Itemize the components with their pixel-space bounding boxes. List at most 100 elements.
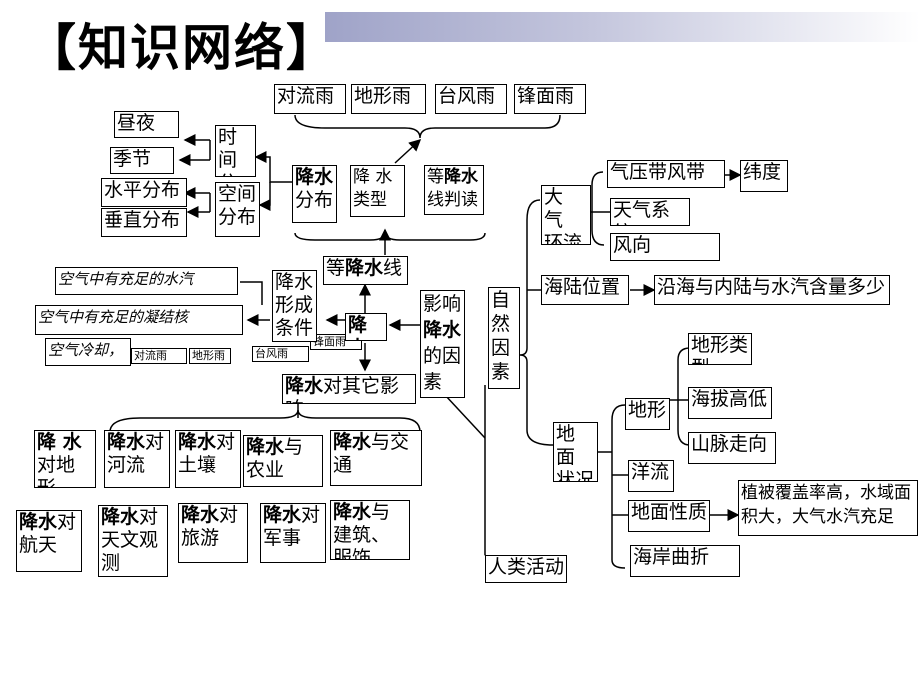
pressure-belts-box: 气压带风带 bbox=[607, 160, 725, 188]
effect-mil-bold: 降水 bbox=[263, 504, 302, 526]
factors-post: 的因素 bbox=[423, 345, 462, 393]
natural-factors-box: 自然因素 bbox=[488, 287, 520, 389]
land-sea-detail-box: 沿海与内陆与水汽含量多少 bbox=[654, 275, 890, 305]
land-sea-box: 海陆位置 bbox=[541, 275, 629, 305]
condition-vapor: 空气中有充足的水汽 bbox=[55, 267, 238, 295]
small-typhoon: 台风雨 bbox=[252, 346, 309, 362]
space-distribution-box: 空间 分布 bbox=[215, 182, 260, 237]
terrain-type-box: 地形类型 bbox=[688, 333, 752, 365]
factors-box: 影响 降水 的因素 bbox=[420, 290, 465, 398]
ocean-current-box: 洋流 bbox=[628, 460, 674, 492]
effect-astronomy: 降水对天文观测 bbox=[98, 505, 168, 577]
rain-type-convective: 对流雨 bbox=[274, 84, 346, 114]
effect-transport-bold: 降水 bbox=[333, 431, 372, 453]
effect-soil-rest: 对土壤 bbox=[178, 431, 236, 476]
effect-soil: 降水对土壤 bbox=[175, 430, 241, 488]
effects-title-bold: 降水 bbox=[285, 375, 324, 397]
atmo-line1: 大 气 bbox=[544, 186, 564, 231]
effect-astro-bold: 降水 bbox=[101, 506, 140, 528]
day-night-label: 昼夜 bbox=[114, 111, 179, 138]
horizontal-dist-label: 水平分布 bbox=[101, 178, 187, 207]
isohyet-bold: 降水 bbox=[345, 257, 384, 279]
effect-build-bold: 降水 bbox=[333, 501, 372, 523]
slide-title: 【知识网络】 bbox=[26, 18, 338, 77]
latitude-box: 纬度 bbox=[740, 160, 788, 192]
precip-types-tail: 类型 bbox=[353, 190, 387, 210]
effect-tourism: 降水对旅游 bbox=[178, 503, 248, 563]
surface-detail-box: 植被覆盖率高，水域面积大，大气水汽充足 bbox=[738, 480, 918, 536]
surface-box: 地 面 状况 bbox=[553, 422, 598, 482]
effect-transport-rest: 与交通 bbox=[333, 431, 410, 476]
effect-river-bold: 降水 bbox=[107, 431, 146, 453]
effect-astro-rest: 对天文观测 bbox=[101, 506, 159, 574]
formation-box: 降水 形成 条件 bbox=[272, 270, 317, 342]
atmo-line2: 环流 bbox=[544, 232, 583, 245]
rain-type-orographic: 地形雨 bbox=[351, 84, 426, 114]
isohyet-pre: 等 bbox=[326, 257, 346, 279]
effect-building: 降水与建筑、服饰、 bbox=[330, 500, 410, 560]
effect-mil-rest: 对军事 bbox=[263, 504, 321, 549]
effect-agriculture: 降水与农业 bbox=[243, 435, 323, 487]
small-orographic: 地形雨 bbox=[189, 348, 231, 364]
effect-terrain: 降 水 对地形 bbox=[34, 430, 96, 488]
effect-military: 降水对军事 bbox=[260, 503, 326, 563]
atmosphere-box: 大 气 环流 bbox=[541, 185, 591, 245]
effect-agri-rest: 与农业 bbox=[246, 436, 304, 481]
effect-build-rest: 与建筑、服饰、 bbox=[333, 501, 391, 560]
space-dist-line2: 分布 bbox=[218, 206, 257, 228]
effect-river: 降水对河流 bbox=[104, 430, 170, 488]
wind-direction-box: 风向 bbox=[610, 233, 720, 261]
weather-system-box: 天气系统 bbox=[610, 198, 690, 226]
formation-line1: 降水 bbox=[275, 271, 314, 293]
precip-types-box: 降 水 类型 bbox=[350, 165, 405, 217]
surface-line2: 状况 bbox=[556, 469, 595, 482]
precip-dist-rest: 分布 bbox=[295, 189, 334, 211]
center-precip: 降水 bbox=[345, 313, 387, 341]
formation-line2: 形成 bbox=[275, 294, 314, 316]
isohyet-read-tail: 线判读 bbox=[427, 190, 478, 210]
time-distribution-box: 时间 分布 bbox=[215, 125, 256, 177]
effect-terrain-bold: 降 水 bbox=[37, 431, 82, 453]
precip-dist-bold: 降水 bbox=[295, 166, 334, 188]
title-gradient-bar bbox=[325, 12, 920, 42]
small-convective: 对流雨 bbox=[131, 348, 187, 364]
effect-soil-bold: 降水 bbox=[178, 431, 217, 453]
effect-tour-bold: 降水 bbox=[181, 504, 220, 526]
elevation-box: 海拔高低 bbox=[688, 387, 772, 419]
effect-transport: 降水与交通 bbox=[330, 430, 422, 486]
condition-nuclei: 空气中有充足的凝结核 bbox=[35, 305, 243, 335]
effect-aero-bold: 降水 bbox=[19, 511, 58, 533]
season-label: 季节 bbox=[110, 147, 174, 174]
time-dist-line1: 时间 bbox=[218, 126, 238, 171]
effect-tour-rest: 对旅游 bbox=[181, 504, 239, 549]
isohyet-box: 等降水线 bbox=[323, 256, 408, 285]
space-dist-line1: 空间 bbox=[218, 183, 257, 205]
precip-types-head: 降 水 bbox=[353, 167, 393, 187]
precip-distribution-box: 降水 分布 bbox=[292, 165, 337, 223]
surface-nature-box: 地面性质 bbox=[628, 500, 710, 532]
effect-aero-rest: 对航天 bbox=[19, 511, 77, 556]
surface-line1: 地 面 bbox=[556, 423, 576, 468]
condition-cooling: 空气冷却， bbox=[45, 338, 131, 366]
rain-type-typhoon: 台风雨 bbox=[435, 84, 507, 114]
effect-aerospace: 降水对航天 bbox=[16, 510, 82, 572]
effect-terrain-rest: 对地形 bbox=[37, 454, 76, 488]
effect-river-rest: 对河流 bbox=[107, 431, 165, 476]
isohyet-read-pre: 等 bbox=[427, 167, 444, 187]
human-activity-box: 人类活动 bbox=[485, 555, 567, 583]
isohyet-read-bold: 降水 bbox=[444, 167, 478, 187]
formation-line3: 条件 bbox=[275, 317, 314, 339]
rain-type-frontal: 锋面雨 bbox=[514, 84, 586, 114]
factors-bold: 降水 bbox=[423, 319, 462, 341]
effect-agri-bold: 降水 bbox=[246, 436, 285, 458]
time-dist-line2: 分布 bbox=[218, 172, 253, 176]
isohyet-post: 线 bbox=[383, 257, 403, 279]
vertical-dist-label: 垂直分布 bbox=[101, 208, 187, 237]
terrain-box: 地形 bbox=[625, 398, 670, 430]
effects-title-box: 降水对其它影响 bbox=[282, 374, 416, 404]
effects-title-rest: 对其它影响 bbox=[285, 375, 400, 403]
coastline-box: 海岸曲折 bbox=[630, 545, 740, 577]
isohyet-reading-box: 等降水 线判读 bbox=[424, 165, 484, 215]
factors-pre: 影响 bbox=[423, 293, 462, 315]
